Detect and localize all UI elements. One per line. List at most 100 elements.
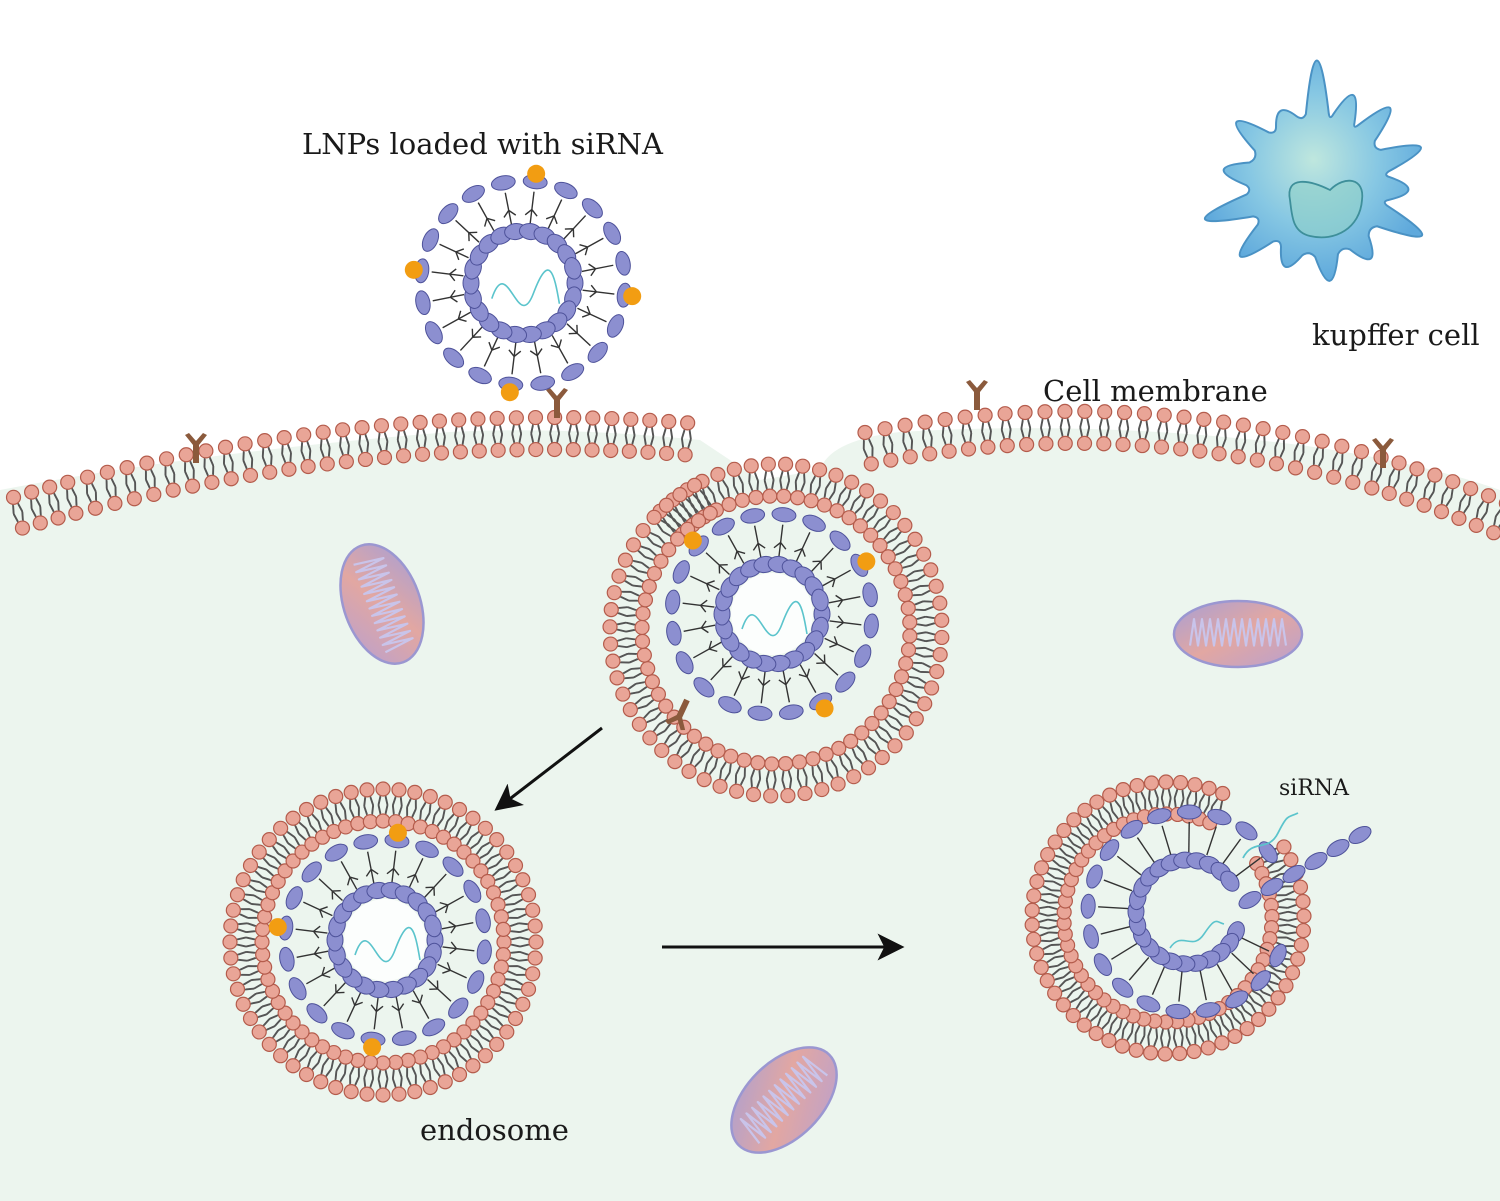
lipid-head (621, 443, 637, 459)
lipid-tail (475, 842, 494, 860)
lnp-outer-head (1120, 819, 1143, 839)
lnp-spike (810, 547, 834, 572)
lipid-head (1056, 822, 1072, 839)
lipid-head (880, 549, 896, 565)
lipid-head (606, 585, 622, 601)
lipid-head (1040, 846, 1056, 863)
lipid-head (375, 781, 391, 797)
lipid-head (1047, 985, 1063, 1001)
lipid-tail (1122, 795, 1135, 816)
lnp-outer-head (279, 946, 295, 972)
lipid-tail (892, 702, 912, 718)
lipid-tail (243, 978, 264, 991)
lipid-head (646, 509, 662, 525)
lipid-head (1143, 1045, 1159, 1061)
lipid-head (642, 412, 658, 428)
lipid-head (941, 443, 957, 459)
lipid-head (881, 694, 897, 710)
lipid-head (393, 416, 409, 432)
lipid-tail (1040, 931, 1060, 942)
lipid-tail (283, 1034, 301, 1053)
lipid-tail (1388, 467, 1401, 488)
lipid-head (611, 568, 627, 584)
lipid-tail (465, 1034, 483, 1053)
lipid-tail (363, 796, 375, 816)
lipid-head (634, 633, 651, 649)
lnp-outer-head (862, 582, 878, 608)
lipid-head (319, 456, 335, 472)
lipid-head (977, 407, 993, 423)
lnp-outer-head (1207, 808, 1232, 826)
lipid-head (917, 696, 933, 712)
lipid-tail (455, 822, 472, 842)
lipid-head (860, 760, 877, 776)
lipid-head (223, 950, 239, 966)
lipid-head (743, 458, 759, 474)
lipid-tail (765, 769, 777, 789)
lipid-head (446, 836, 462, 852)
lipid-head (5, 489, 22, 505)
lipid-head (1345, 474, 1361, 490)
lipid-head (388, 1054, 404, 1070)
lipid-head (565, 442, 581, 458)
lipid-head (893, 573, 909, 590)
lipid-tail (796, 767, 808, 787)
lipid-tail (473, 424, 484, 444)
lnp-outer-head (1165, 1003, 1191, 1020)
mitochondrion (1172, 599, 1304, 669)
lnp-spike (303, 901, 333, 918)
receptor-shape (665, 698, 690, 731)
lipid-head (446, 1032, 462, 1048)
lipid-head (888, 681, 904, 698)
lnp-outer-head (802, 514, 826, 532)
lipid-head (736, 752, 752, 768)
mito-cristae (353, 556, 414, 654)
lipid-head (1433, 504, 1450, 520)
lipid-head (898, 725, 914, 741)
lipid-tail (281, 443, 292, 463)
lnp-spike (757, 671, 771, 704)
lipid-tail (625, 575, 645, 588)
lipid-head (304, 836, 320, 852)
ligand (404, 260, 423, 279)
ligand (623, 287, 642, 306)
lipid-head (634, 619, 650, 636)
lipid-tail (184, 460, 195, 480)
lipid-tail (861, 504, 879, 524)
lipid-head (661, 542, 677, 558)
lipid-head (1089, 794, 1105, 810)
lipid-head (1096, 436, 1112, 452)
lnp-inner-head (1260, 877, 1284, 897)
lnp-inner-head (1238, 890, 1262, 910)
lipid-head (489, 410, 505, 426)
lipid-head (1187, 777, 1203, 793)
lnp-spike (778, 670, 792, 703)
lnp-outer-head (391, 1030, 417, 1046)
lipid-tail (1476, 500, 1490, 520)
lipid-head (328, 788, 344, 805)
lipid-head (686, 728, 702, 744)
lipid-head (658, 445, 675, 462)
lipid-head (407, 1084, 423, 1100)
lipid-head (1293, 937, 1309, 953)
lnp-outer-head (606, 314, 625, 338)
lipid-head (68, 505, 84, 521)
lnp-outer-head (442, 856, 464, 877)
lipid-head (1047, 834, 1063, 850)
lipid-head (87, 500, 104, 516)
lipid-tail (320, 1056, 335, 1077)
lipid-head (637, 592, 654, 608)
lipid-head (285, 1015, 301, 1031)
endosome (222, 781, 544, 1103)
lnp-outer-head (438, 203, 459, 225)
lipid-head (1334, 438, 1350, 454)
lipid-tail (349, 799, 360, 819)
lnp-spike (577, 305, 607, 323)
lipid-tail (164, 464, 175, 484)
lipid-tail (263, 1014, 283, 1031)
lipid-head (1287, 460, 1304, 476)
receptor-shape (1372, 438, 1394, 468)
lipid-head (844, 474, 860, 490)
lipid-head (495, 947, 511, 963)
lipid-head (451, 801, 468, 818)
